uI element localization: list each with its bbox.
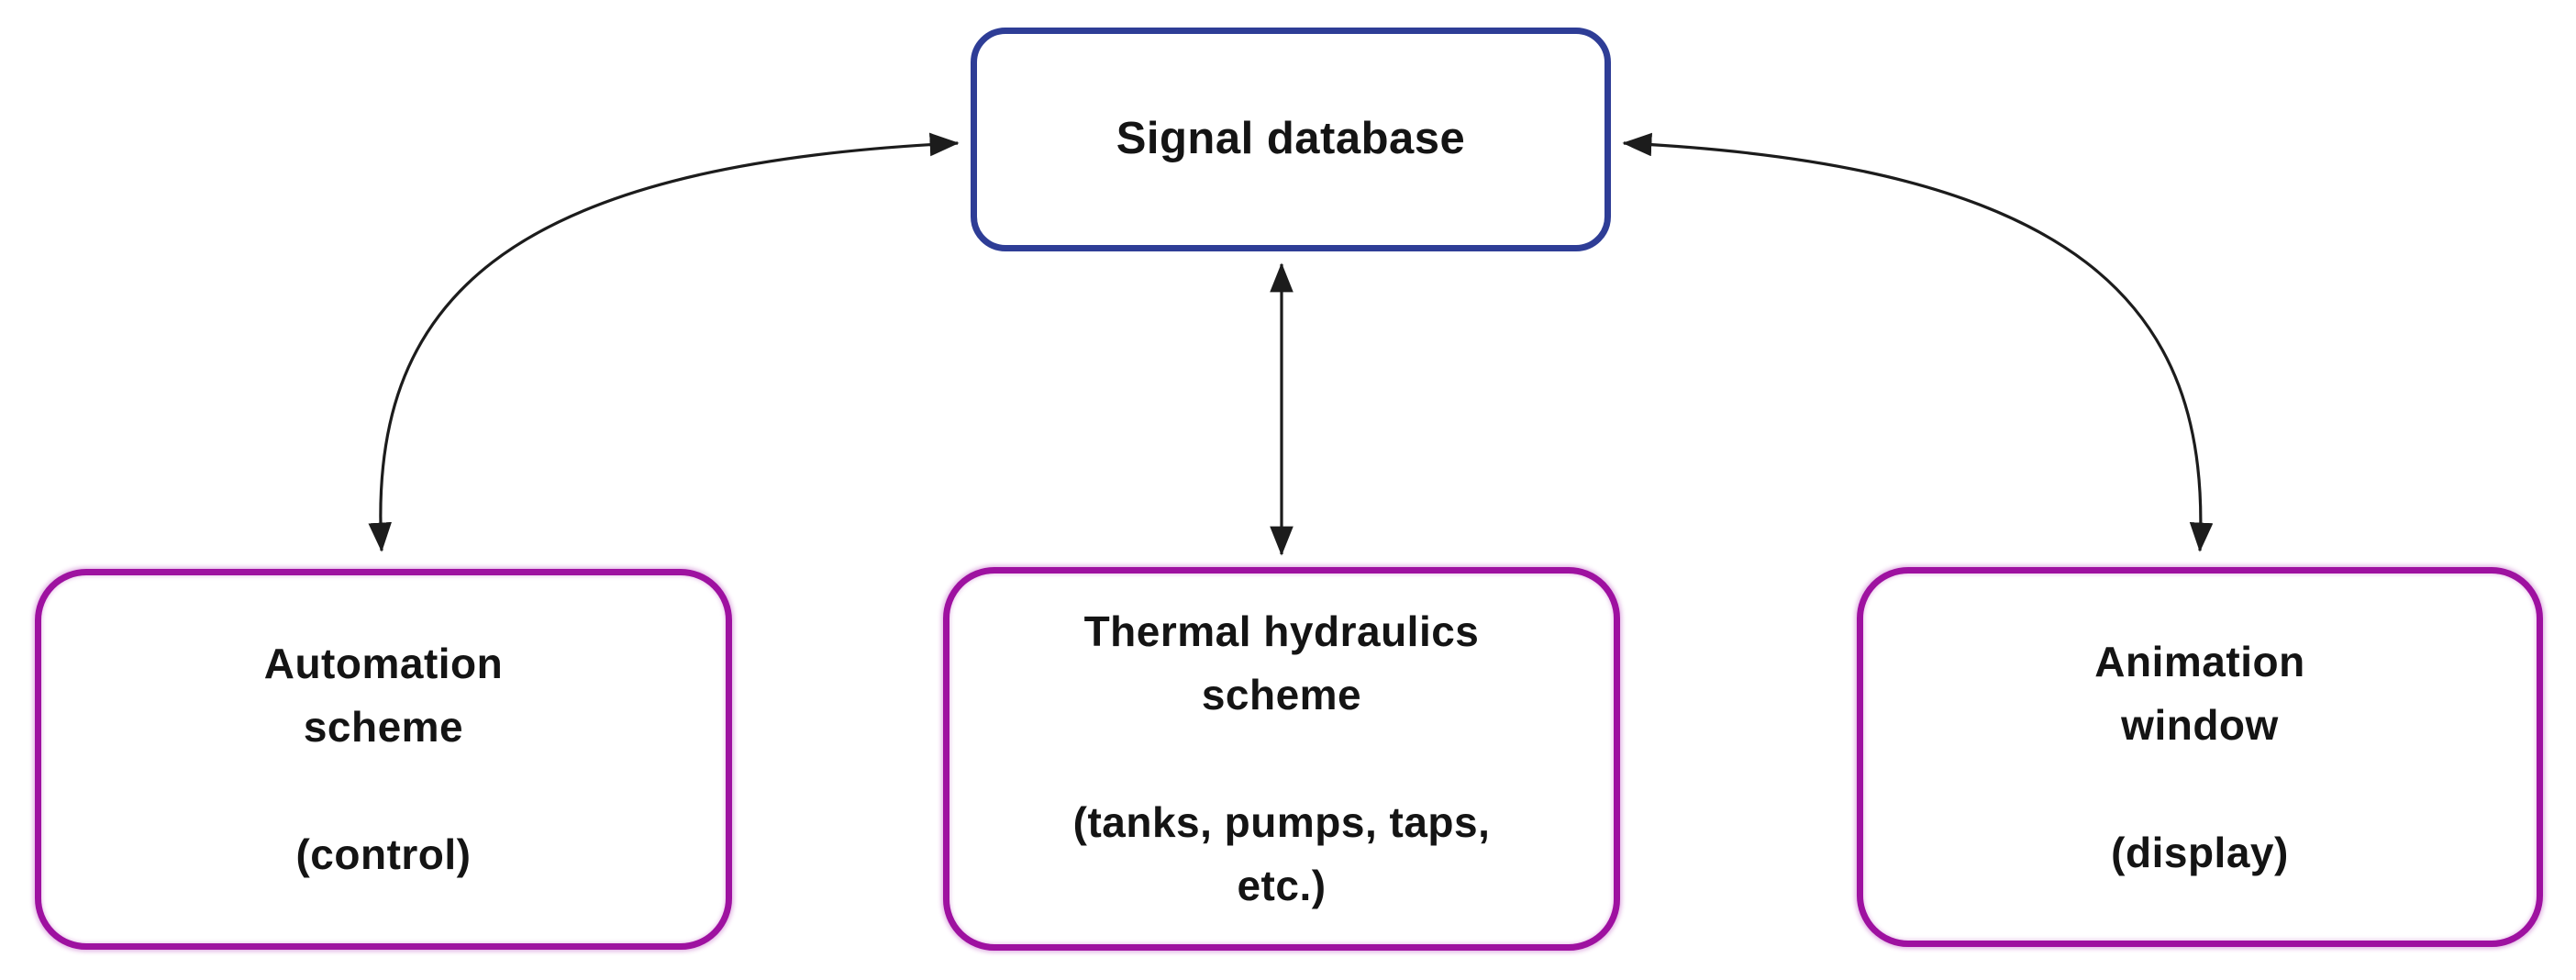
node-thermal-hydraulics-scheme: Thermal hydraulics scheme (tanks, pumps,… [943, 567, 1620, 951]
animation-window-sublabel: (display) [2111, 828, 2289, 876]
edge-automation-signal [368, 132, 960, 552]
edge-animation-signal [1622, 132, 2214, 552]
node-signal-database: Signal database [971, 28, 1611, 251]
automation-scheme-label: Automation scheme [263, 640, 504, 751]
signal-database-label: Signal database [1116, 114, 1466, 164]
animation-window-label: Animation window [2094, 637, 2305, 749]
automation-scheme-sublabel: (control) [295, 830, 472, 878]
thermal-hydraulics-sublabel: (tanks, pumps, taps, etc.) [1072, 798, 1491, 909]
node-animation-window: Animation window (display) [1857, 567, 2543, 947]
thermal-hydraulics-label: Thermal hydraulics scheme [1083, 607, 1480, 718]
node-automation-scheme: Automation scheme (control) [35, 569, 732, 950]
